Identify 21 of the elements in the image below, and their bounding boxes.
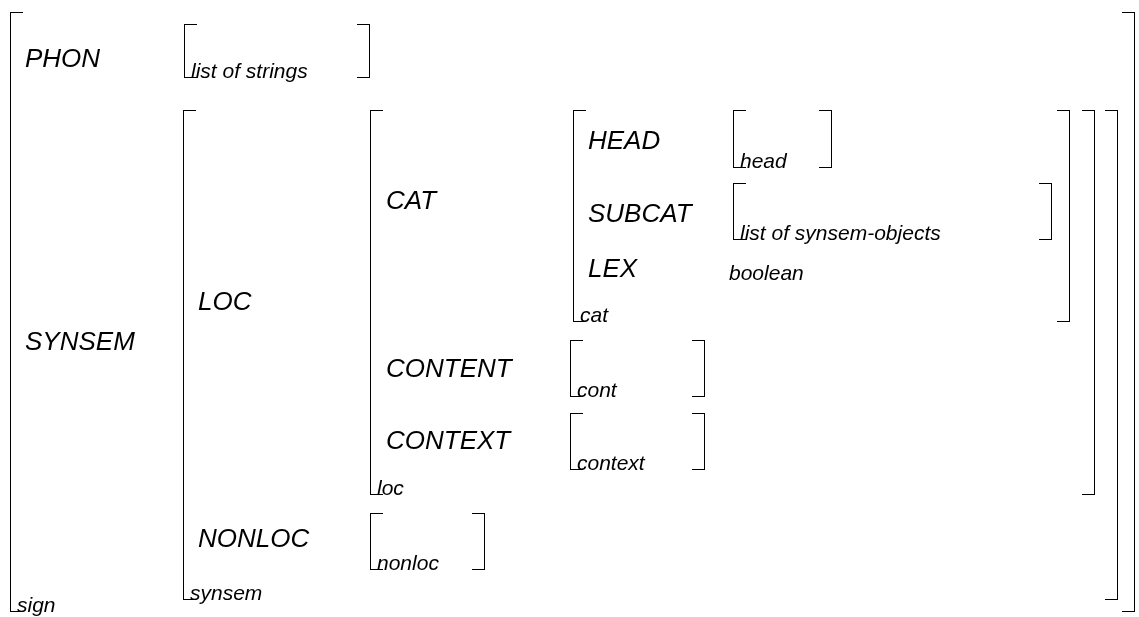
feature-name: SUBCAT [588, 200, 692, 226]
type-label: synsem [190, 582, 263, 603]
type-label: nonloc [377, 552, 439, 573]
feature-name: SYNSEM [25, 328, 135, 354]
type-label: list of strings [191, 60, 308, 81]
type-label: list of synsem-objects [740, 222, 941, 243]
type-label: loc [377, 477, 404, 498]
feature-name: CONTENT [386, 355, 512, 381]
feature-name: LEX [588, 255, 638, 281]
feature-name: CONTEXT [386, 427, 511, 453]
type-label: cont [577, 379, 617, 400]
feature-name: LOC [198, 288, 252, 314]
feature-name: NONLOC [198, 525, 310, 551]
feature-name: CAT [386, 187, 437, 213]
value-label: boolean [729, 262, 804, 283]
feature-name: HEAD [588, 127, 661, 153]
type-label: context [577, 452, 645, 473]
type-label: head [740, 150, 787, 171]
type-label: cat [580, 304, 608, 325]
type-label: sign [17, 594, 56, 615]
feature-name: PHON [25, 45, 101, 71]
